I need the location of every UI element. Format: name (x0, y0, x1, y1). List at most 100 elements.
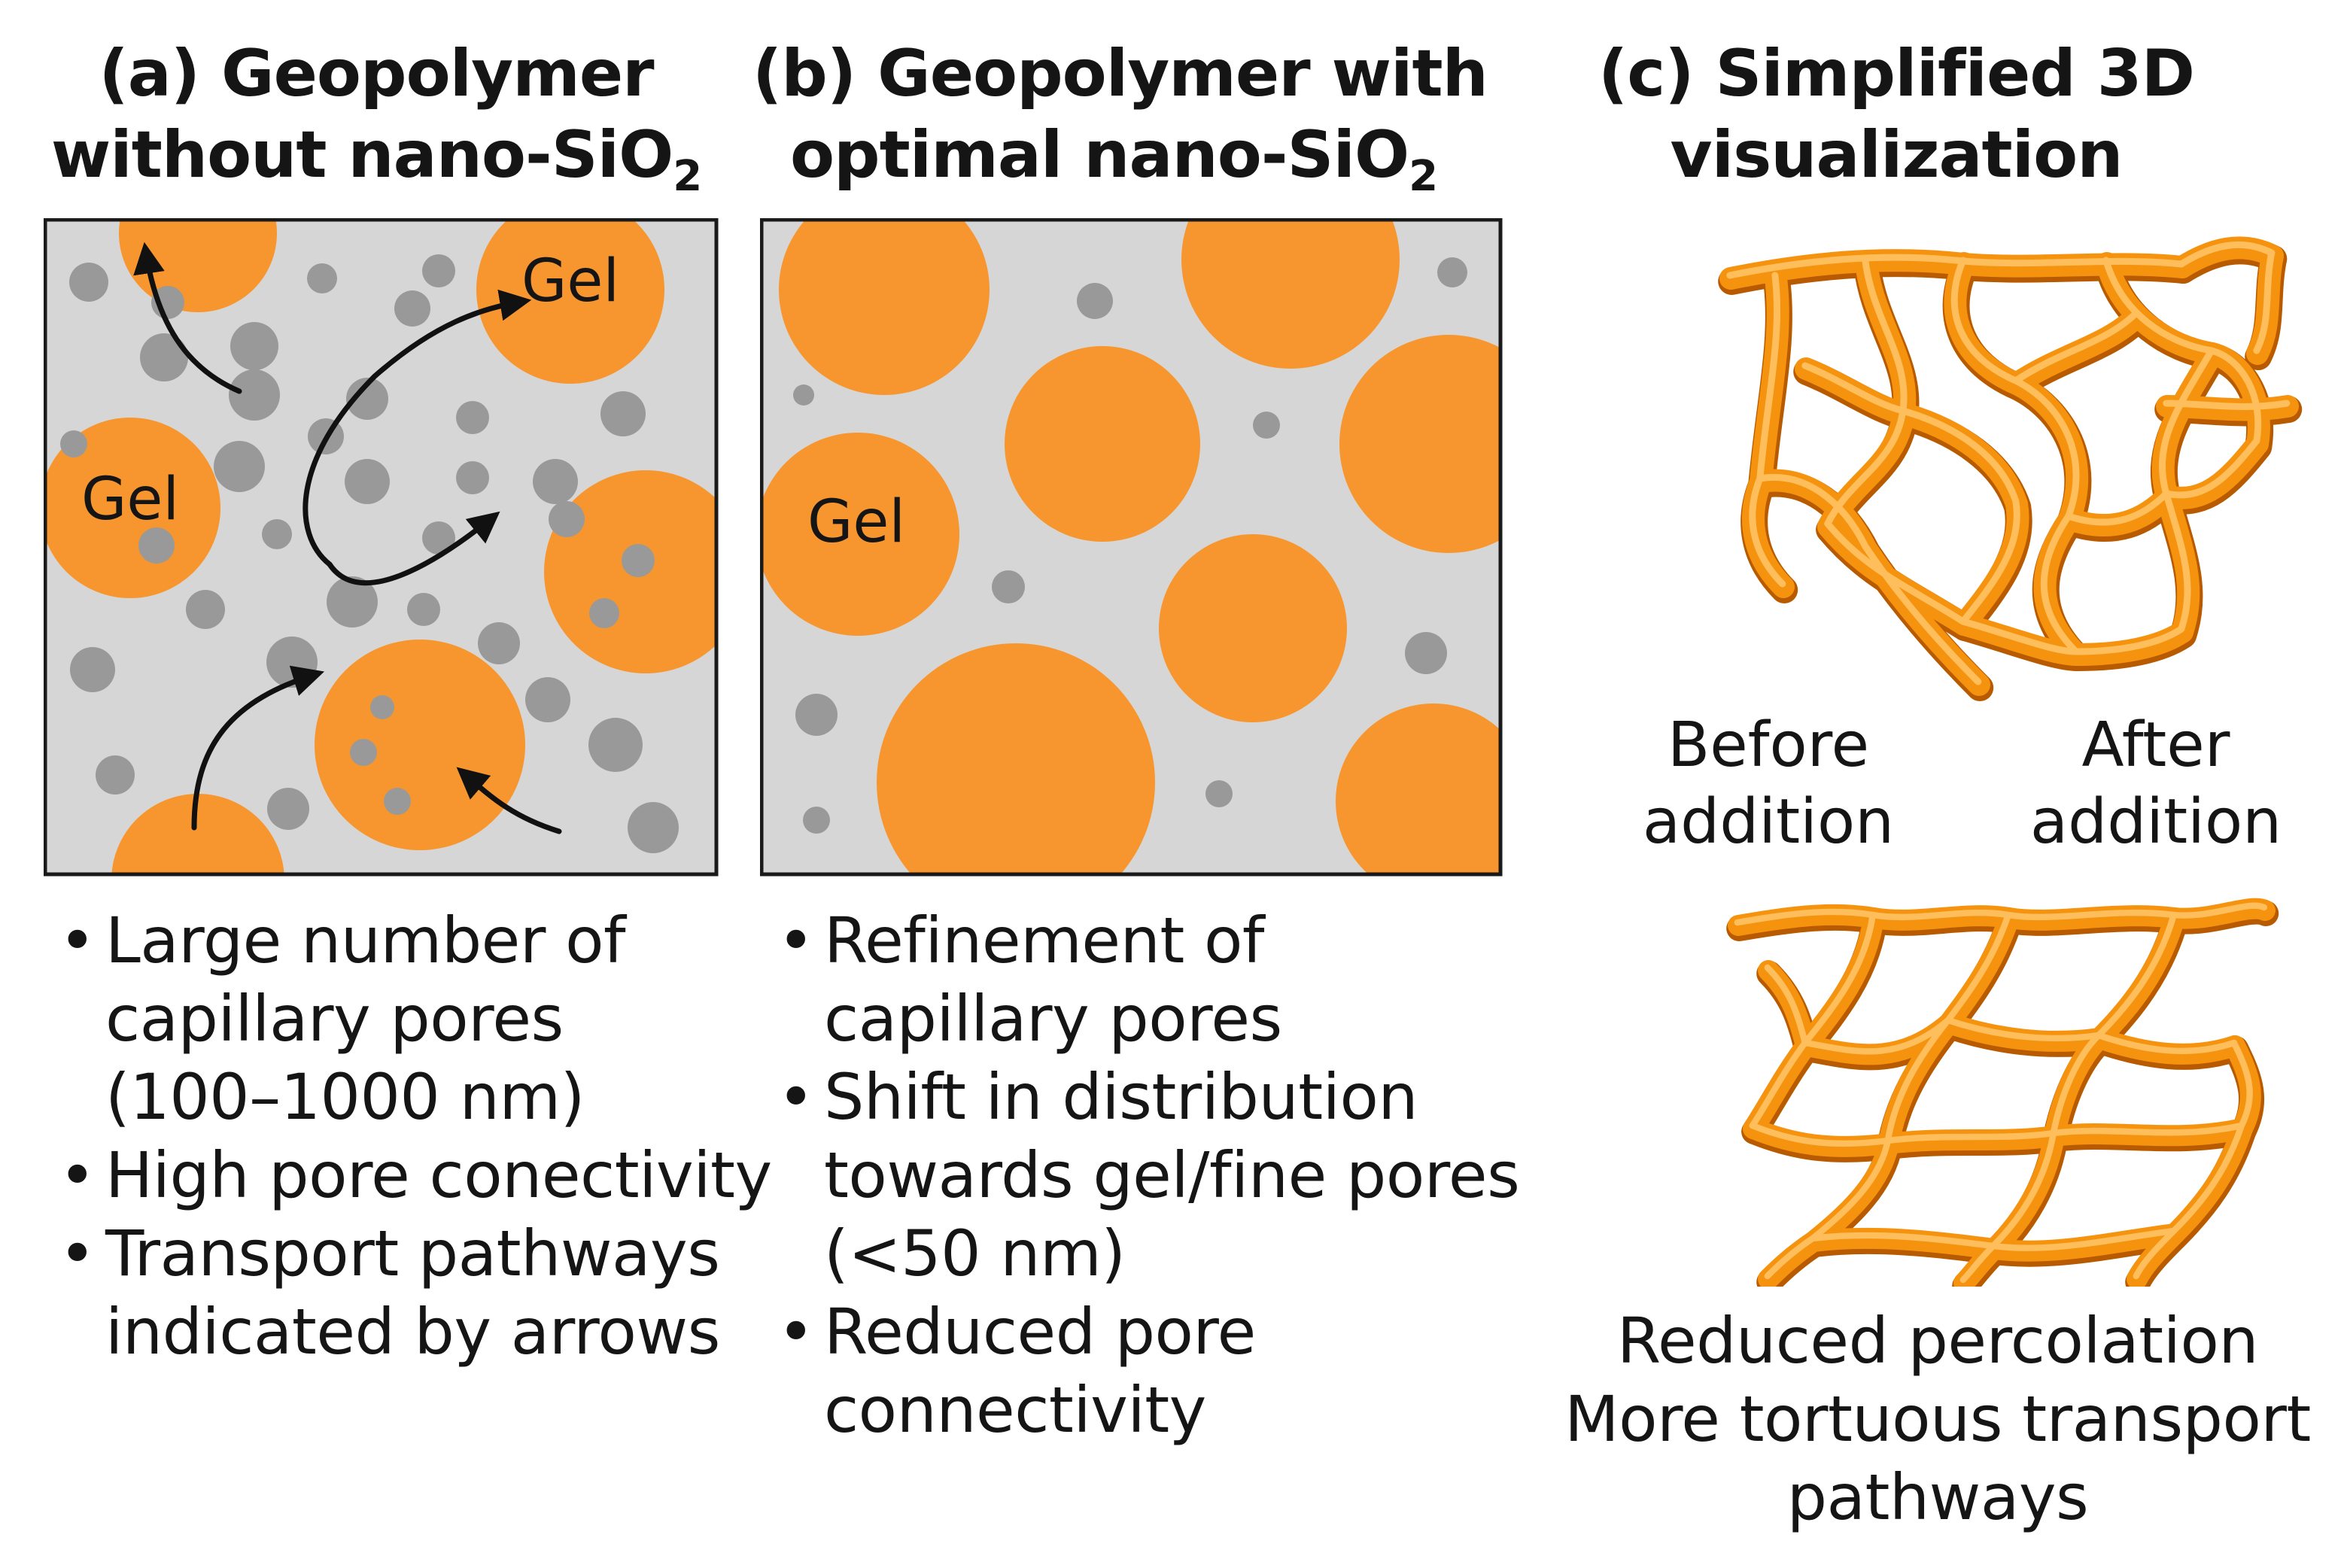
network-strand (1749, 475, 1786, 588)
transport-arrow (327, 511, 500, 586)
bullet-item: Large number of capillary pores (100–100… (45, 901, 772, 1136)
label-before-addition: Before addition (1618, 707, 1919, 861)
bullet-line: (<50 nm) (824, 1217, 1126, 1290)
capillary-pore (622, 544, 655, 577)
capillary-pore (346, 378, 388, 420)
gel-label: Gel (807, 488, 905, 556)
capillary-pore (384, 788, 411, 815)
gel-particle (1339, 335, 1502, 553)
network-strand (1801, 362, 1907, 415)
capillary-pore (394, 290, 430, 327)
label-line: After (2081, 710, 2230, 781)
bullet-item: Reduced pore connectivity (764, 1293, 1519, 1449)
bullet-item: Shift in distribution towards gel/fine p… (764, 1058, 1520, 1293)
bullet-line: Reduced pore (824, 1295, 1256, 1369)
fine-pore (795, 694, 838, 736)
network-strand (1764, 1137, 1891, 1280)
capillary-pore (327, 576, 378, 628)
network-strand (1959, 618, 2185, 655)
capillary-pore (138, 527, 175, 564)
bullet-line: (100–1000 nm) (105, 1060, 585, 1134)
fine-pore (1077, 283, 1113, 319)
bullet-line: indicated by arrows (105, 1295, 720, 1369)
capillary-pore (70, 647, 115, 692)
capillary-pore (422, 254, 455, 287)
panel-c-caption: Reduced percolation More tortuous transp… (1535, 1302, 2340, 1536)
bullet-line: High pore conectivity (105, 1138, 772, 1212)
gel-particle (1181, 218, 1400, 369)
network-strand (1749, 911, 1876, 1129)
capillary-pore (214, 441, 265, 492)
capillary-pore (549, 501, 585, 537)
network-strand (2163, 400, 2291, 410)
panel-a-microstructure: Gel Gel (44, 218, 719, 877)
gel-particle (760, 433, 959, 636)
bullet-line: Shift in distribution (824, 1060, 1418, 1134)
bullet-line: Refinement of (824, 904, 1264, 977)
fine-pore (1405, 632, 1447, 674)
capillary-pore (69, 263, 108, 302)
gel-particle (476, 218, 664, 384)
fine-pore (793, 384, 814, 406)
panel-b-title-line-1: (b) Geopolymer with (752, 36, 1488, 111)
fine-pores (793, 257, 1467, 834)
gel-particle (1336, 703, 1502, 876)
gel-label: Gel (81, 466, 179, 533)
caption-line: pathways (1786, 1460, 2089, 1534)
bullet-item: High pore conectivity (45, 1136, 772, 1214)
network-strand (1801, 1016, 1951, 1055)
network-strand (1809, 1227, 2177, 1251)
gel-particle (119, 218, 277, 312)
capillary-pore (600, 391, 646, 436)
panel-c-title: (c) Simplified 3D visualization (1558, 33, 2235, 196)
network-strand (2012, 309, 2140, 384)
panel-b-title-line-2: optimal nano-SiO2 (789, 117, 1438, 202)
network-strand (1749, 1122, 2245, 1147)
network-strand (2133, 1122, 2245, 1280)
bullet-line: Large number of (105, 904, 626, 977)
panel-b-title: (b) Geopolymer with optimal nano-SiO2 (752, 33, 1488, 217)
pore-network-after (1726, 898, 2279, 1287)
capillary-pore (262, 519, 292, 549)
transport-arrows (133, 242, 562, 834)
label-after-addition: After addition (2005, 707, 2306, 861)
network-strand (2040, 512, 2080, 655)
panel-c-title-line-1: (c) Simplified 3D (1598, 36, 2195, 111)
capillary-pore (307, 263, 337, 293)
gel-particle (111, 794, 284, 876)
gel-particle (315, 640, 525, 850)
bullet-line: towards gel/fine pores (824, 1138, 1520, 1212)
fine-pore (1253, 412, 1280, 439)
capillary-pore (525, 677, 570, 722)
gel-particle (1159, 534, 1347, 722)
label-line: addition (2029, 786, 2282, 858)
network-strand (2253, 249, 2276, 354)
network-strand (1824, 520, 1967, 625)
capillary-pore (456, 461, 489, 494)
capillary-pore (345, 459, 390, 504)
capillary-pore (370, 695, 394, 719)
capillary-pore (589, 598, 619, 628)
bullet-line: Transport pathways (105, 1217, 720, 1290)
subscript-2: 2 (673, 152, 702, 202)
transport-arrow (456, 767, 562, 834)
caption-line: More tortuous transport (1564, 1382, 2311, 1456)
panel-b-border (760, 218, 1503, 877)
fine-pore (1205, 780, 1233, 807)
transport-arrow (191, 665, 325, 831)
capillary-pore (407, 593, 440, 626)
capillary-pore (456, 401, 489, 434)
capillary-pore (230, 322, 278, 370)
network-strand (2178, 241, 2276, 268)
gel-particle (1005, 346, 1200, 542)
capillary-pore (186, 590, 225, 629)
capillary-pore (422, 521, 455, 555)
fine-pore (1437, 257, 1467, 287)
panel-c-title-line-2: visualization (1670, 117, 2124, 193)
transport-arrow (133, 242, 242, 394)
transport-arrow (303, 289, 532, 567)
pore-network-before (1718, 236, 2303, 701)
gel-particles (760, 218, 1502, 876)
caption-line: Reduced percolation (1616, 1304, 2259, 1378)
label-line: Before (1667, 710, 1870, 781)
